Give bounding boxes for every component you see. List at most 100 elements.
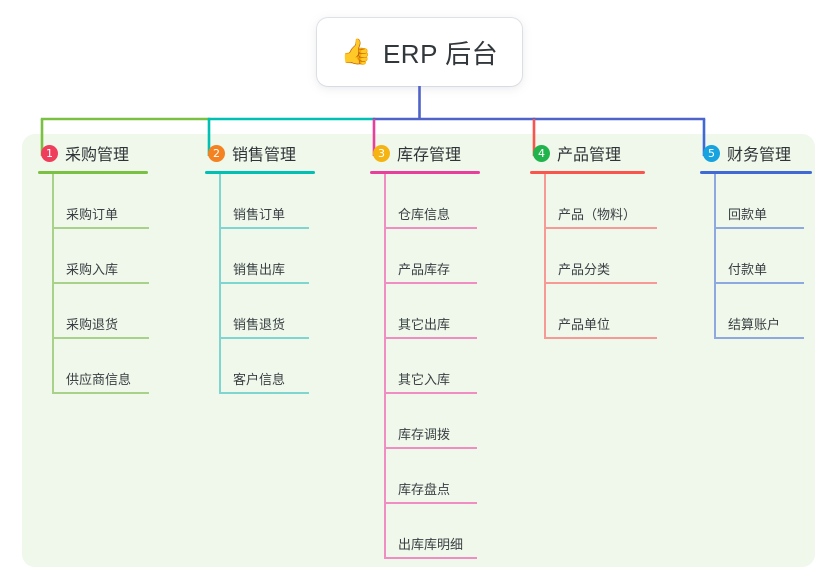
leaf-item[interactable]: 库存调拨 [384,394,480,449]
branch-header-库存管理[interactable]: 3 库存管理 [370,140,480,166]
leaf-label: 客户信息 [233,372,286,387]
leaf-item[interactable]: 采购退货 [52,284,149,339]
leaf-list: 产品（物料） 产品分类产品单位 [530,174,657,339]
leaf-underline [544,337,657,339]
branch-column-财务管理: 5 财务管理回款单付款单结算账户 [700,140,812,339]
leaf-underline [544,227,657,229]
leaf-item[interactable]: 回款单 [714,174,812,229]
branch-header-销售管理[interactable]: 2 销售管理 [205,140,315,166]
leaf-label: 结算账户 [728,317,781,332]
leaf-underline [52,282,149,284]
leaf-underline [384,282,477,284]
branch-underline [530,171,645,174]
leaf-underline [384,227,477,229]
leaf-item[interactable]: 采购订单 [52,174,149,229]
leaf-label: 供应商信息 [66,372,132,387]
leaf-label: 采购退货 [66,317,119,332]
leaf-label: 库存盘点 [398,482,451,497]
leaf-list: 仓库信息产品库存其它出库其它入库库存调拨库存盘点出库库明细 [370,174,480,559]
leaf-underline [384,337,477,339]
leaf-item[interactable]: 采购入库 [52,229,149,284]
leaf-list: 采购订单采购入库采购退货供应商信息 [38,174,149,394]
leaf-underline [219,227,309,229]
leaf-spine [544,174,546,339]
branch-number-badge: 5 [703,144,720,162]
leaf-underline [219,392,309,394]
leaf-label: 其它入库 [398,372,451,387]
leaf-label: 产品分类 [558,262,611,277]
leaf-item[interactable]: 产品单位 [544,284,657,339]
leaf-label: 销售出库 [233,262,286,277]
leaf-spine [714,174,716,339]
leaf-underline [219,337,309,339]
branches-panel [22,134,815,567]
branch-label: 库存管理 [397,147,462,164]
branch-label: 财务管理 [727,147,792,164]
leaf-spine [52,174,54,394]
leaf-underline [219,282,309,284]
branch-number-badge: 4 [533,144,550,162]
leaf-item[interactable]: 付款单 [714,229,812,284]
leaf-label: 出库库明细 [398,537,464,552]
branch-label: 采购管理 [65,147,130,164]
leaf-underline [52,227,149,229]
branch-header-财务管理[interactable]: 5 财务管理 [700,140,812,166]
branch-label: 销售管理 [232,147,297,164]
leaf-spine [384,174,386,559]
branch-header-采购管理[interactable]: 1 采购管理 [38,140,148,166]
leaf-underline [384,557,477,559]
branch-number-badge: 1 [41,144,58,162]
leaf-label: 其它出库 [398,317,451,332]
branch-header-产品管理[interactable]: 4 产品管理 [530,140,645,166]
leaf-label: 仓库信息 [398,207,451,222]
branch-underline [370,171,480,174]
leaf-list: 销售订单销售出库销售退货客户信息 [205,174,315,394]
leaf-underline [714,227,804,229]
leaf-label: 销售退货 [233,317,286,332]
leaf-underline [544,282,657,284]
branch-column-销售管理: 2 销售管理销售订单销售出库销售退货客户信息 [205,140,315,394]
leaf-underline [714,337,804,339]
root-node-erp-backend[interactable]: 👍 ERP 后台 [317,18,522,86]
leaf-item[interactable]: 其它出库 [384,284,480,339]
root-node-title: ERP 后台 [382,38,499,69]
leaf-label: 采购入库 [66,262,119,277]
branch-underline [700,171,812,174]
leaf-spine [219,174,221,394]
leaf-underline [384,502,477,504]
leaf-underline [52,392,149,394]
leaf-item[interactable]: 销售订单 [219,174,315,229]
branch-number-badge: 2 [208,144,225,162]
leaf-underline [384,392,477,394]
leaf-label: 回款单 [728,207,768,222]
branch-number-badge: 3 [373,144,390,162]
leaf-item[interactable]: 销售退货 [219,284,315,339]
leaf-item[interactable]: 销售出库 [219,229,315,284]
branch-underline [38,171,148,174]
branch-label: 产品管理 [557,147,622,164]
branch-underline [205,171,315,174]
leaf-underline [714,282,804,284]
leaf-item[interactable]: 结算账户 [714,284,812,339]
leaf-item[interactable]: 仓库信息 [384,174,480,229]
branch-column-采购管理: 1 采购管理采购订单采购入库采购退货供应商信息 [38,140,149,394]
leaf-item[interactable]: 库存盘点 [384,449,480,504]
leaf-item[interactable]: 产品（物料） [544,174,657,229]
leaf-item[interactable]: 供应商信息 [52,339,149,394]
leaf-underline [52,337,149,339]
leaf-item[interactable]: 产品库存 [384,229,480,284]
leaf-item[interactable]: 产品分类 [544,229,657,284]
leaf-label: 产品库存 [398,262,451,277]
leaf-item[interactable]: 出库库明细 [384,504,480,559]
leaf-label: 付款单 [728,262,768,277]
leaf-label: 库存调拨 [398,427,451,442]
thumbs-up-icon: 👍 [340,37,372,66]
leaf-label: 销售订单 [233,207,286,222]
leaf-underline [384,447,477,449]
branch-column-产品管理: 4 产品管理产品（物料） 产品分类产品单位 [530,140,657,339]
leaf-item[interactable]: 客户信息 [219,339,315,394]
leaf-list: 回款单付款单结算账户 [700,174,812,339]
branch-column-库存管理: 3 库存管理仓库信息产品库存其它出库其它入库库存调拨库存盘点出库库明细 [370,140,480,559]
leaf-item[interactable]: 其它入库 [384,339,480,394]
